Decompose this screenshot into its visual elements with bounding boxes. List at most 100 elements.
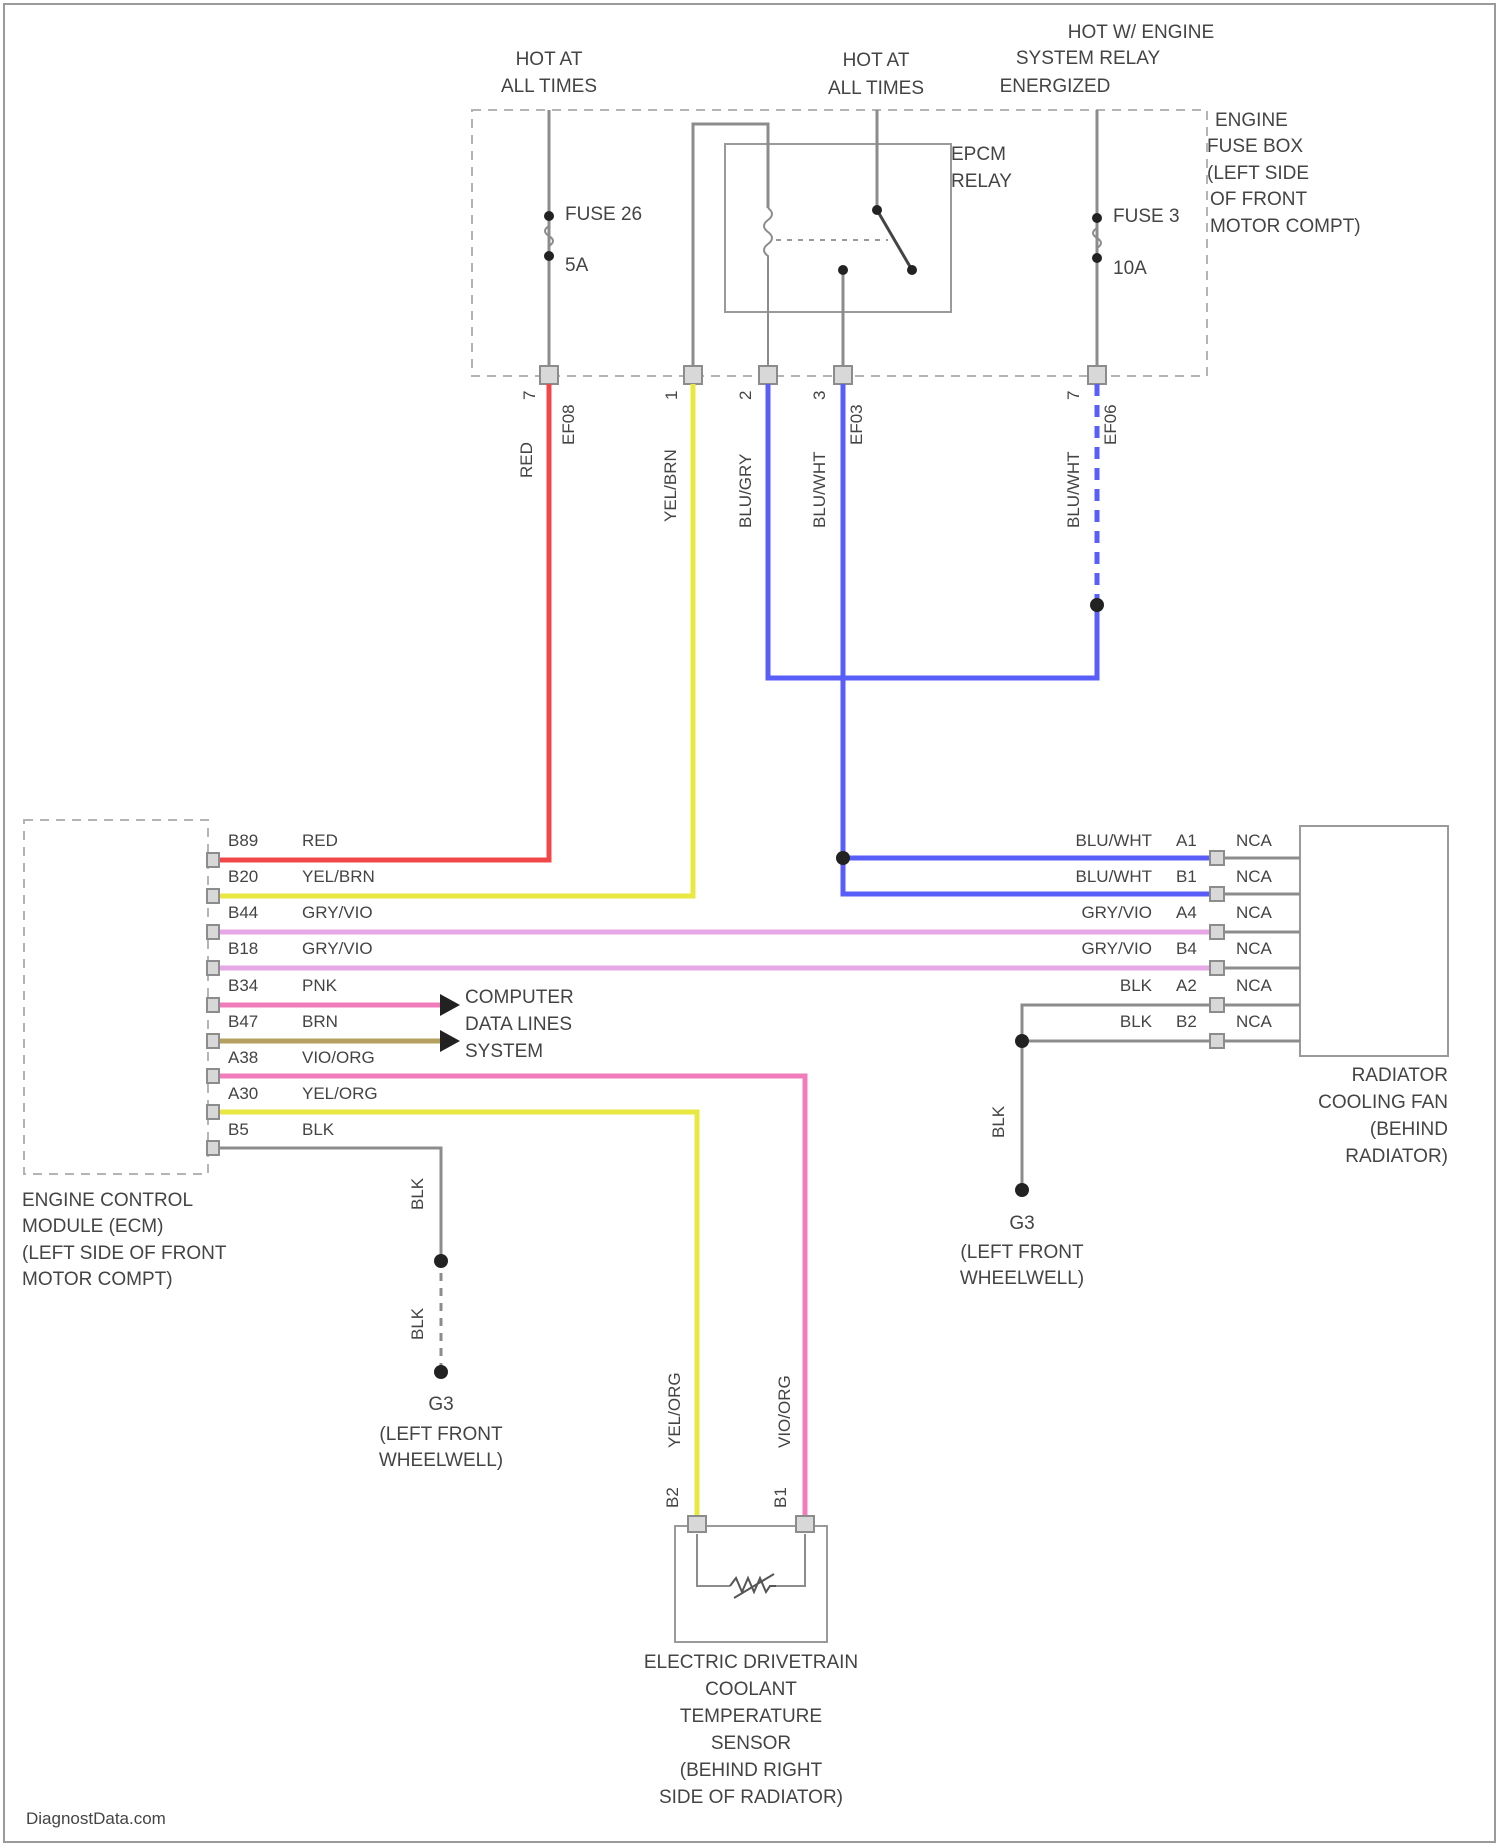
relay-label-1: EPCM: [951, 144, 1006, 165]
sensor-internal-wire: [776, 1534, 805, 1586]
ecm-terminal: [207, 998, 219, 1012]
wire-label: BLU/GRY: [736, 454, 755, 528]
hot-right-line-3: ENERGIZED: [1000, 76, 1111, 97]
fan-terminal: [1210, 925, 1224, 939]
wire-red: [218, 384, 549, 860]
ecm-outline: [24, 820, 208, 1174]
ecm-ground-wire-label: BLK: [408, 1177, 427, 1210]
sensor-name-3: TEMPERATURE: [680, 1706, 822, 1727]
wire-blu-gry: [768, 384, 1097, 678]
hot-right-line-2: SYSTEM RELAY: [1016, 48, 1161, 69]
ecm-ground-wire-label-2: BLK: [408, 1307, 427, 1340]
fan-code: NCA: [1236, 903, 1273, 922]
relay-coil-wire: [693, 124, 768, 370]
fan-wire: BLU/WHT: [1076, 867, 1153, 886]
wire-yel-brn: [218, 384, 693, 896]
wire-label: RED: [517, 442, 536, 478]
fan-ground-loc-2: WHEELWELL): [960, 1268, 1084, 1289]
relay-switch-contact: [907, 265, 917, 275]
fan-terminal: [1210, 961, 1224, 975]
connector-id: EF06: [1101, 404, 1120, 445]
splice-node: [836, 851, 850, 865]
fuse-3-node-bottom: [1092, 253, 1102, 263]
fan-wire: BLU/WHT: [1076, 831, 1153, 850]
connector-id: EF03: [847, 404, 866, 445]
fuse-box-pin: 1: [662, 391, 681, 400]
fan-pin: B1: [1176, 867, 1197, 886]
watermark: DiagnostData.com: [26, 1809, 166, 1828]
ecm-name-3: (LEFT SIDE OF FRONT: [22, 1243, 227, 1264]
ecm-wire: BRN: [302, 1012, 338, 1031]
ecm-pin: B44: [228, 903, 258, 922]
fuse-box-pin: 7: [1064, 391, 1083, 400]
sensor-name-2: COOLANT: [705, 1679, 797, 1700]
upper-wires: RED YEL/BRN BLU/GRY BLU/WHT BLU/WHT: [218, 384, 1212, 896]
data-line-arrow: [440, 1030, 460, 1052]
ecm-ground-id: G3: [428, 1394, 453, 1415]
data-lines-label-3: SYSTEM: [465, 1041, 543, 1062]
relay-label-2: RELAY: [951, 171, 1012, 192]
ecm-terminal: [207, 1141, 219, 1155]
fan-wire: GRY/VIO: [1081, 939, 1152, 958]
fan-code: NCA: [1236, 1012, 1273, 1031]
fan-pin: A4: [1176, 903, 1197, 922]
ecm-terminal: [207, 889, 219, 903]
ecm-terminal: [207, 1034, 219, 1048]
ecm-wire: GRY/VIO: [302, 903, 373, 922]
ecm-name-4: MOTOR COMPT): [22, 1269, 173, 1290]
wire-vio-org: [218, 1076, 805, 1518]
splice-node: [1015, 1034, 1029, 1048]
ecm-pin: B34: [228, 976, 258, 995]
hot-left-line-2: ALL TIMES: [501, 76, 597, 97]
fuse-3-rating: 10A: [1113, 258, 1147, 279]
fuse-26-node-bottom: [544, 251, 554, 261]
ecm-pin: A38: [228, 1048, 258, 1067]
ecm-ground-loc-2: WHEELWELL): [379, 1450, 503, 1471]
ecm-pin: B5: [228, 1120, 249, 1139]
fan-wire: BLK: [1120, 976, 1153, 995]
fuse-box-terminal: [759, 366, 777, 384]
ground-node: [434, 1365, 448, 1379]
fan-code: NCA: [1236, 939, 1273, 958]
ecm-pin: B20: [228, 867, 258, 886]
fan-name-3: (BEHIND: [1370, 1119, 1448, 1140]
ecm-wires: B89 RED B20 YEL/BRN B44 GRY/VIO B18 GRY/…: [207, 831, 1212, 1518]
fan-wire: BLK: [1120, 1012, 1153, 1031]
fan-ground-loc-1: (LEFT FRONT: [960, 1242, 1084, 1263]
sensor-name-5: (BEHIND RIGHT: [680, 1760, 823, 1781]
fan-code: NCA: [1236, 831, 1273, 850]
fan-name-2: COOLING FAN: [1318, 1092, 1448, 1113]
fuse-box-name-3: (LEFT SIDE: [1207, 163, 1309, 184]
ecm-terminal: [207, 853, 219, 867]
fuse-26-rating: 5A: [565, 255, 589, 276]
sensor-name-4: SENSOR: [711, 1733, 791, 1754]
fuse-box-terminal: [1088, 366, 1106, 384]
relay-switch-arm: [877, 210, 912, 270]
fan-pin: B4: [1176, 939, 1197, 958]
fan-terminal: [1210, 998, 1224, 1012]
engine-fuse-box: FUSE 26 5A FUSE 3 10A HOT AT ALL TIMES H…: [472, 22, 1361, 445]
splice-node: [1090, 598, 1104, 612]
fan-ground-wire-label: BLK: [989, 1105, 1008, 1138]
splice-node: [434, 1254, 448, 1268]
ecm-pin: B18: [228, 939, 258, 958]
sensor-terminal: [796, 1516, 814, 1532]
fuse-3-node-top: [1092, 213, 1102, 223]
ecm-name-1: ENGINE CONTROL: [22, 1190, 193, 1211]
engine-control-module: ENGINE CONTROL MODULE (ECM) (LEFT SIDE O…: [22, 820, 227, 1290]
sensor-wire-label: YEL/ORG: [665, 1372, 684, 1448]
fuse-box-name-1: ENGINE: [1215, 110, 1288, 131]
ecm-wire: GRY/VIO: [302, 939, 373, 958]
ecm-wire: PNK: [302, 976, 338, 995]
page-frame: [4, 4, 1495, 1842]
fuse-26-name: FUSE 26: [565, 204, 642, 225]
epcm-relay-box: [725, 144, 951, 312]
fuse-3-name: FUSE 3: [1113, 206, 1180, 227]
fuse-box-name-5: MOTOR COMPT): [1210, 216, 1361, 237]
fuse-box-terminal: [834, 366, 852, 384]
ecm-ground-loc-1: (LEFT FRONT: [379, 1424, 503, 1445]
sensor-name-1: ELECTRIC DRIVETRAIN: [644, 1652, 858, 1673]
fan-pin: A1: [1176, 831, 1197, 850]
fan-ground-id: G3: [1009, 1213, 1034, 1234]
